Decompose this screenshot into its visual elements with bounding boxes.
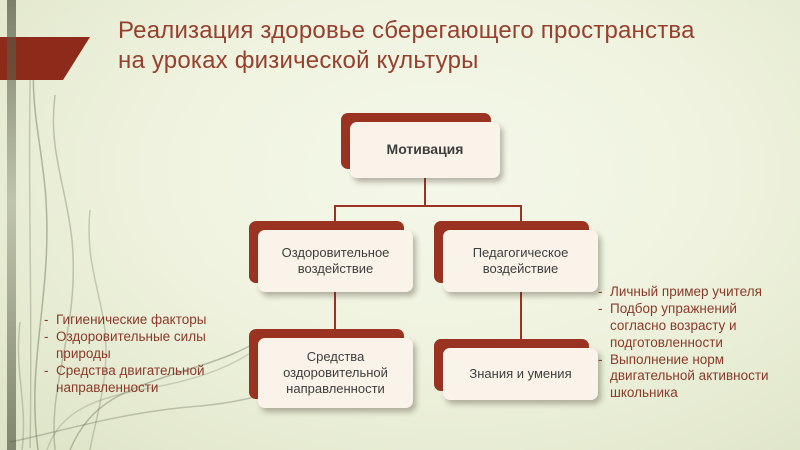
list-item-text: Подбор упражнений согласно возрасту и по… <box>610 300 737 350</box>
node-face: Знания и умения <box>443 348 598 400</box>
dash-bullet: - <box>44 328 49 344</box>
node-motivation: Мотивация <box>341 113 500 178</box>
dash-bullet: - <box>44 362 49 378</box>
dash-bullet: - <box>598 351 603 367</box>
node-label: Средства оздоровительной направленности <box>283 348 388 397</box>
list-item: - Личный пример учителя <box>598 284 780 301</box>
node-face: Мотивация <box>350 122 500 178</box>
node-face: Педагогическое воздействие <box>443 230 598 292</box>
slide-title: Реализация здоровье сберегающего простра… <box>118 17 695 74</box>
node-label: Мотивация <box>386 141 464 158</box>
node-health-means: Средства оздоровительной направленности <box>249 329 413 408</box>
dash-bullet: - <box>44 312 49 327</box>
connector-horizontal <box>334 205 522 207</box>
list-item-text: Гигиенические факторы <box>56 312 207 327</box>
left-edge-strip <box>7 0 16 450</box>
node-knowledge-skills: Знания и умения <box>434 339 598 400</box>
node-health-impact: Оздоровительное воздействие <box>249 221 413 292</box>
list-item-text: Выполнение норм двигательной активности … <box>610 351 769 401</box>
list-item-text: Личный пример учителя <box>610 284 762 299</box>
node-face: Оздоровительное воздействие <box>258 230 413 292</box>
list-item: - Гигиенические факторы <box>44 312 241 329</box>
dash-bullet: - <box>598 300 603 316</box>
list-item: - Средства двигательной направленности <box>44 363 241 397</box>
connector-right-branch <box>520 205 522 231</box>
list-item-text: Оздоровительные силы природы <box>56 328 206 361</box>
connector-left-branch <box>334 205 336 231</box>
dash-bullet: - <box>598 284 603 299</box>
node-label: Оздоровительное воздействие <box>281 244 390 276</box>
list-item: - Выполнение норм двигательной активност… <box>598 352 780 403</box>
list-item: - Оздоровительные силы природы <box>44 329 241 363</box>
node-pedagogical-impact: Педагогическое воздействие <box>434 221 598 292</box>
node-face: Средства оздоровительной направленности <box>258 338 413 408</box>
right-text-list: - Личный пример учителя - Подбор упражне… <box>598 284 780 402</box>
left-text-list: - Гигиенические факторы - Оздоровительны… <box>44 312 241 396</box>
connector-left-leaf <box>334 292 336 339</box>
node-label: Знания и умения <box>469 365 572 381</box>
node-label: Педагогическое воздействие <box>472 244 569 276</box>
list-item-text: Средства двигательной направленности <box>56 362 205 395</box>
connector-right-leaf <box>520 292 522 349</box>
list-item: - Подбор упражнений согласно возрасту и … <box>598 301 780 352</box>
connector-root-down <box>424 178 426 206</box>
